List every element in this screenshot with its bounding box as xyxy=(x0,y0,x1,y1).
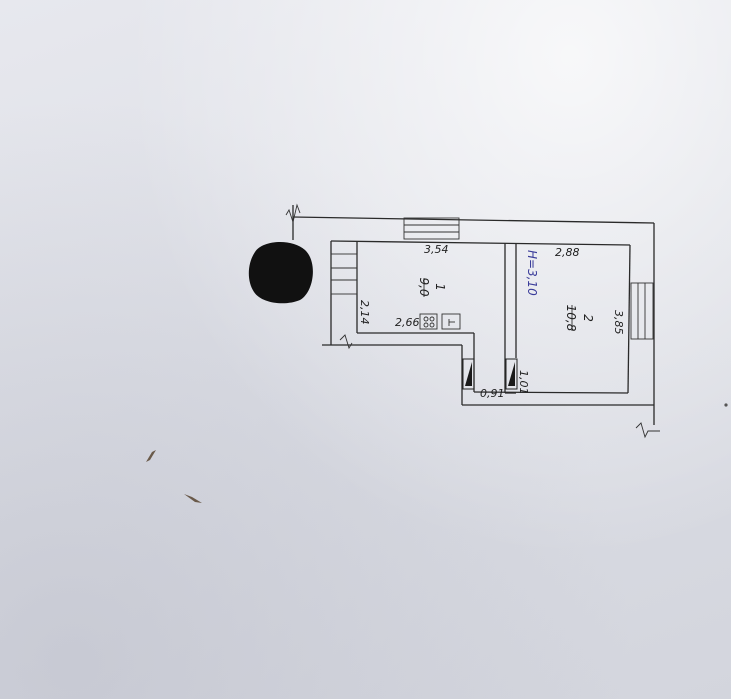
room-1-number: 1 xyxy=(433,283,447,291)
ceiling-height-note: H=3,10 xyxy=(525,250,539,296)
sink-icon xyxy=(441,313,461,330)
redaction-blot xyxy=(248,241,313,304)
stove-icon xyxy=(419,313,438,330)
window-right xyxy=(630,282,654,340)
dim-101: 1,01 xyxy=(517,370,530,395)
dim-385: 3,85 xyxy=(612,310,625,335)
dim-091: 0,91 xyxy=(480,387,505,400)
room-2-label: 2 10,8 xyxy=(564,305,595,332)
room-1-label: 1 9,0 xyxy=(417,277,447,297)
chimney-duct-right xyxy=(505,358,518,390)
dim-214: 2,14 xyxy=(358,300,371,325)
dim-354: 3,54 xyxy=(424,243,449,256)
outer-walls xyxy=(292,205,655,425)
room-2-number: 2 xyxy=(581,314,595,322)
room-1-area: 9,0 xyxy=(417,277,431,296)
chimney-duct-left xyxy=(462,358,475,390)
dim-288: 2,88 xyxy=(555,246,580,259)
dim-266: 2,66 xyxy=(395,316,420,329)
window-top xyxy=(403,217,460,240)
paper-specks xyxy=(146,403,728,503)
room-2-area: 10,8 xyxy=(564,305,578,332)
window-left xyxy=(330,253,358,295)
break-marks xyxy=(285,203,660,439)
